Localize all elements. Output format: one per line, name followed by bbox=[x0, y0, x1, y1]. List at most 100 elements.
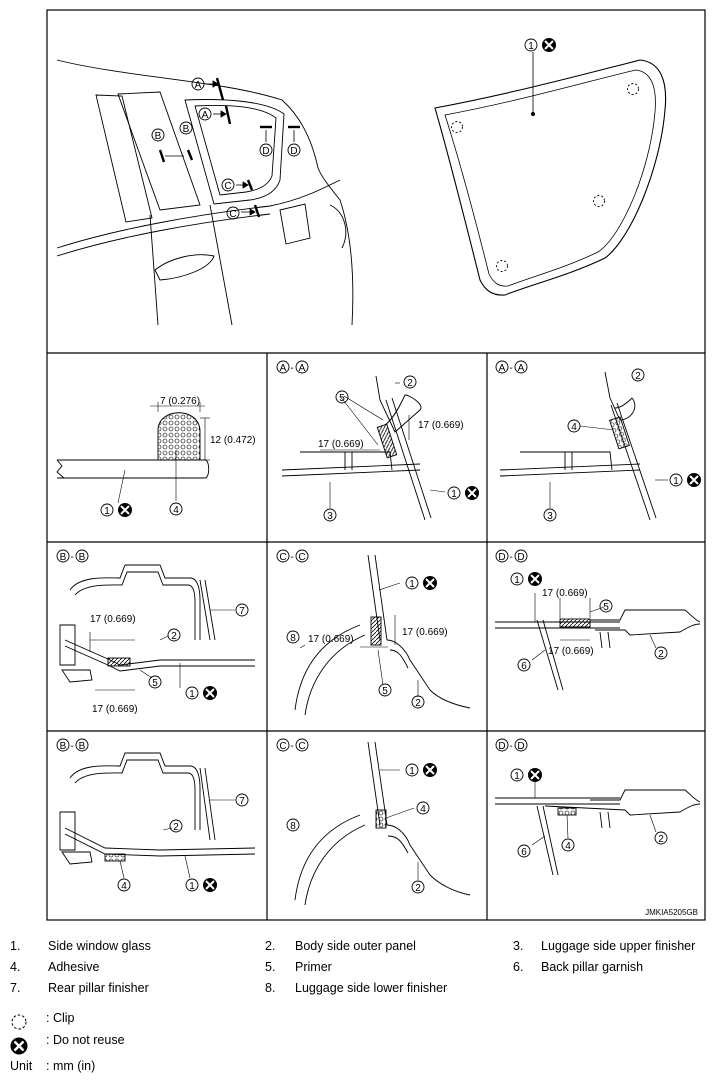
svg-text:2: 2 bbox=[173, 822, 179, 833]
svg-text:1: 1 bbox=[189, 881, 195, 892]
svg-text:-: - bbox=[70, 741, 73, 752]
svg-text:-: - bbox=[509, 741, 512, 752]
c-c-header: C - C bbox=[276, 549, 309, 563]
svg-text:B: B bbox=[60, 741, 67, 752]
svg-text:C: C bbox=[298, 741, 305, 752]
svg-text:2: 2 bbox=[635, 371, 641, 382]
svg-text:4: 4 bbox=[420, 804, 426, 815]
svg-text:2: 2 bbox=[415, 883, 421, 894]
b-b-header: B - B bbox=[56, 549, 89, 563]
svg-text:B: B bbox=[79, 552, 86, 563]
svg-text:2: 2 bbox=[171, 631, 177, 642]
adhesive-bead-detail bbox=[56, 402, 210, 504]
svg-text:17 (0.669): 17 (0.669) bbox=[318, 439, 364, 450]
bead-callouts: 1 4 bbox=[100, 502, 183, 517]
do-not-reuse-icon bbox=[10, 1037, 28, 1055]
d-d-callouts: 1 5 6 2 bbox=[510, 572, 668, 672]
section-d-d-primer bbox=[495, 593, 701, 691]
svg-text:17 (0.669): 17 (0.669) bbox=[90, 614, 136, 625]
d-d-header: D - D bbox=[495, 549, 528, 563]
figure-id: JMKIA5205GB bbox=[645, 908, 698, 917]
svg-text:5: 5 bbox=[382, 686, 388, 697]
svg-text:C: C bbox=[279, 552, 286, 563]
svg-text:1: 1 bbox=[514, 771, 520, 782]
svg-text:C: C bbox=[279, 741, 286, 752]
svg-text:1: 1 bbox=[409, 579, 415, 590]
glass-view bbox=[434, 52, 667, 296]
b-b-callouts-2: 7 2 4 1 bbox=[117, 793, 249, 892]
section-b-b-primer bbox=[59, 564, 255, 691]
figure-frame bbox=[46, 9, 706, 921]
svg-text:A: A bbox=[518, 363, 525, 374]
svg-text:-: - bbox=[290, 363, 293, 374]
section-a-a-primer bbox=[281, 375, 446, 521]
b-b-header-2: B - B bbox=[56, 738, 89, 752]
svg-text:2: 2 bbox=[407, 378, 413, 389]
b-b-callouts: 7 2 5 1 bbox=[148, 603, 249, 700]
svg-text:2: 2 bbox=[658, 834, 664, 845]
callout-d: D bbox=[290, 146, 297, 157]
d-d-callouts-2: 1 4 6 2 bbox=[510, 768, 668, 858]
a-a-header-2: A - A bbox=[495, 360, 528, 374]
svg-text:-: - bbox=[70, 552, 73, 563]
glass-installation-diagram: A A B B C C D D 1 bbox=[46, 9, 706, 921]
svg-text:17 (0.669): 17 (0.669) bbox=[92, 704, 138, 715]
svg-text:17 (0.669): 17 (0.669) bbox=[308, 634, 354, 645]
svg-text:B: B bbox=[79, 741, 86, 752]
a-a-header: A - A bbox=[276, 360, 309, 374]
svg-text:-: - bbox=[290, 741, 293, 752]
svg-text:2: 2 bbox=[415, 698, 421, 709]
svg-text:5: 5 bbox=[152, 678, 158, 689]
svg-text:17 (0.669): 17 (0.669) bbox=[418, 420, 464, 431]
svg-text:17 (0.669): 17 (0.669) bbox=[542, 588, 588, 599]
svg-text:-: - bbox=[509, 363, 512, 374]
svg-text:7: 7 bbox=[239, 606, 245, 617]
svg-text:-: - bbox=[290, 552, 293, 563]
svg-text:1: 1 bbox=[451, 489, 457, 500]
parts-legend: 1. Side window glass 2. Body side outer … bbox=[10, 939, 696, 1073]
svg-text:4: 4 bbox=[173, 505, 179, 516]
svg-text:1: 1 bbox=[409, 766, 415, 777]
unit-label: Unit bbox=[10, 1059, 33, 1073]
dim-height: 12 (0.472) bbox=[210, 435, 256, 446]
callout-b: B bbox=[155, 131, 162, 142]
svg-text:5: 5 bbox=[339, 393, 345, 404]
svg-text:C: C bbox=[298, 552, 305, 563]
glass-callout: 1 bbox=[524, 38, 556, 52]
svg-text:1: 1 bbox=[189, 689, 195, 700]
svg-text:1: 1 bbox=[528, 41, 534, 52]
svg-text:D: D bbox=[498, 552, 505, 563]
callout-d: D bbox=[262, 146, 269, 157]
callout-c: C bbox=[224, 181, 231, 192]
section-c-c-primer bbox=[294, 554, 471, 716]
section-a-a-adhesive bbox=[499, 371, 668, 521]
svg-text:7: 7 bbox=[239, 796, 245, 807]
vehicle-side-view bbox=[56, 59, 354, 326]
unit-text: : mm (in) bbox=[46, 1059, 96, 1073]
svg-text:A: A bbox=[280, 363, 287, 374]
svg-text:A: A bbox=[499, 363, 506, 374]
do-not-reuse-text: : Do not reuse bbox=[46, 1033, 125, 1047]
section-callouts-top: A A B B C C D D bbox=[151, 77, 301, 220]
svg-text:1: 1 bbox=[104, 506, 110, 517]
svg-text:8: 8 bbox=[290, 821, 296, 832]
svg-text:6: 6 bbox=[521, 661, 527, 672]
svg-text:3: 3 bbox=[547, 511, 553, 522]
svg-text:5: 5 bbox=[603, 602, 609, 613]
svg-text:-: - bbox=[509, 552, 512, 563]
svg-text:B: B bbox=[60, 552, 67, 563]
d-d-header-2: D - D bbox=[495, 738, 528, 752]
svg-text:A: A bbox=[299, 363, 306, 374]
c-c-callouts: 1 8 5 2 bbox=[286, 576, 437, 709]
svg-text:D: D bbox=[517, 552, 524, 563]
dim-width: 7 (0.276) bbox=[160, 396, 200, 407]
c-c-callouts-2: 1 4 8 2 bbox=[286, 763, 437, 894]
callout-a: A bbox=[202, 110, 209, 121]
section-cut-marks bbox=[158, 77, 300, 218]
a-a-callouts: 2 5 1 3 bbox=[323, 375, 479, 522]
svg-text:1: 1 bbox=[514, 575, 520, 586]
callout-c: C bbox=[229, 209, 236, 220]
section-d-d-adhesive bbox=[495, 782, 701, 876]
svg-text:17 (0.669): 17 (0.669) bbox=[548, 646, 594, 657]
clip-icon bbox=[11, 1014, 27, 1030]
